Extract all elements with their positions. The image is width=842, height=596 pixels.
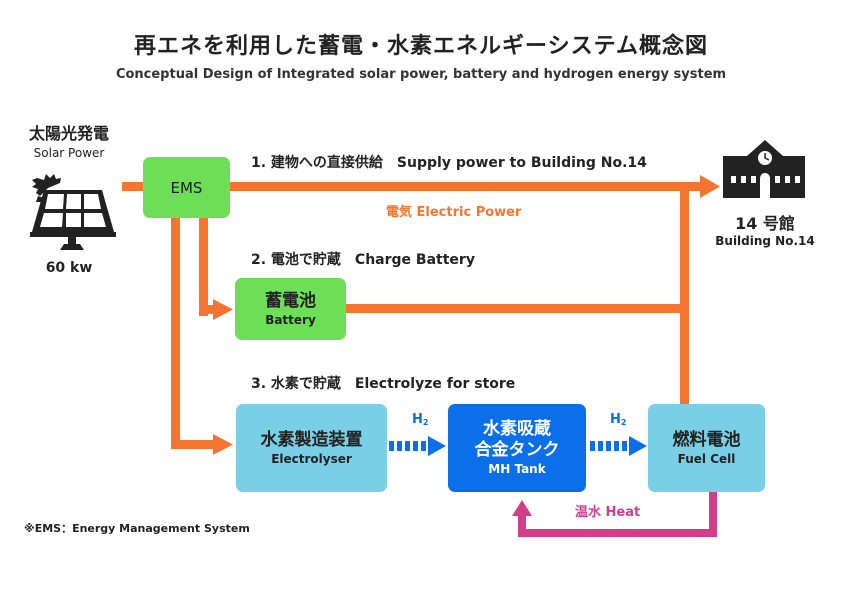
power-line-solar-ems bbox=[122, 182, 146, 191]
battery-box: 蓄電池 Battery bbox=[235, 278, 346, 340]
diagram-title: 再エネを利用した蓄電・水素エネルギーシステム概念図 bbox=[134, 34, 708, 59]
fuel-cell-label-en: Fuel Cell bbox=[677, 451, 736, 466]
arrow-to-electrolyser bbox=[213, 434, 233, 455]
h2-flow-1 bbox=[389, 436, 446, 456]
footnote: ※EMS：Energy Management System bbox=[24, 522, 250, 535]
ems-label: EMS bbox=[170, 178, 203, 197]
electrolyser-label-jp: 水素製造装置 bbox=[260, 429, 363, 450]
building-label-jp: 14 号館 bbox=[735, 214, 795, 233]
heat-line bbox=[518, 490, 717, 537]
arrow-heat-to-tank bbox=[512, 500, 532, 516]
mh-tank-label-en: MH Tank bbox=[488, 462, 546, 476]
mh-tank-box: 水素吸蔵 合金タンク MH Tank bbox=[448, 404, 586, 492]
heat-label: 温水 Heat bbox=[575, 505, 641, 520]
h2-flow-2 bbox=[590, 436, 647, 456]
h2-label-1: H2 bbox=[412, 412, 429, 427]
fuel-cell-label-jp: 燃料電池 bbox=[672, 429, 741, 450]
step-1-label: 1. 建物への直接供給 Supply power to Building No.… bbox=[251, 155, 647, 171]
solar-power-node: 太陽光発電 Solar Power bbox=[14, 120, 124, 160]
electrolyser-box: 水素製造装置 Electrolyser bbox=[236, 404, 387, 492]
school-building-icon bbox=[723, 140, 805, 198]
building-label-en: Building No.14 bbox=[715, 234, 815, 248]
h2-label-2: H2 bbox=[610, 412, 627, 427]
power-line-ems-electrolyser bbox=[171, 216, 180, 449]
solar-capacity: 60 kw bbox=[45, 260, 93, 276]
electrolyser-label-en: Electrolyser bbox=[271, 451, 352, 466]
ems-box: EMS bbox=[143, 157, 230, 218]
mh-tank-label-jp-2: 合金タンク bbox=[474, 440, 560, 460]
arrow-to-building bbox=[700, 175, 720, 198]
solar-panel-icon bbox=[30, 174, 116, 250]
diagram-subtitle: Conceptual Design of Integrated solar po… bbox=[115, 67, 727, 82]
power-line-return bbox=[680, 186, 689, 406]
mh-tank-label-jp-1: 水素吸蔵 bbox=[483, 419, 551, 439]
solar-label-en: Solar Power bbox=[33, 146, 105, 160]
power-line-battery-out bbox=[344, 304, 684, 313]
building-node: 14 号館 Building No.14 bbox=[705, 210, 825, 248]
power-line-main bbox=[228, 182, 700, 191]
power-line-ems-battery bbox=[199, 216, 208, 316]
electric-power-label: 電気 Electric Power bbox=[386, 205, 522, 220]
battery-label-en: Battery bbox=[265, 312, 316, 327]
battery-label-jp: 蓄電池 bbox=[265, 290, 316, 311]
step-2-label: 2. 電池で貯蔵 Charge Battery bbox=[251, 252, 475, 268]
solar-label-jp: 太陽光発電 bbox=[28, 124, 109, 143]
step-3-label: 3. 水素で貯蔵 Electrolyze for store bbox=[251, 376, 516, 392]
fuel-cell-box: 燃料電池 Fuel Cell bbox=[648, 404, 765, 492]
arrow-to-battery bbox=[213, 299, 233, 320]
